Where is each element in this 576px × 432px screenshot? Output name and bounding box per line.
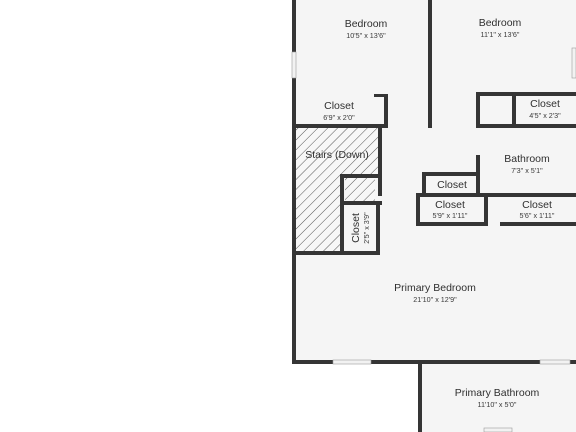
room-name: Closet [350, 213, 362, 243]
room-dims: 6'9" x 2'0" [323, 113, 355, 122]
room-closet-left: Closet 6'9" x 2'0" [323, 100, 355, 122]
room-primary-bathroom: Primary Bathroom 11'10" x 5'0" [455, 387, 540, 409]
windows [291, 47, 576, 432]
room-dims: 2'5" x 3'9" [362, 212, 371, 244]
room-name: Stairs (Down) [305, 149, 369, 161]
room-bathroom: Bathroom 7'3" x 5'1" [504, 153, 550, 175]
room-bedroom-left: Bedroom 10'5" x 13'6" [345, 18, 388, 40]
room-bedroom-right: Bedroom 11'1" x 13'6" [479, 17, 522, 39]
room-name: Closet [324, 100, 354, 112]
room-name: Primary Bedroom [394, 282, 476, 294]
room-primary-bedroom: Primary Bedroom 21'10" x 12'9" [394, 282, 476, 304]
room-dims: 11'10" x 5'0" [478, 400, 517, 409]
room-name: Closet [437, 179, 467, 191]
room-dims: 5'6" x 1'11" [520, 211, 555, 220]
room-closet-hall-b: Closet 5'6" x 1'11" [520, 199, 555, 220]
doorways [384, 124, 480, 197]
room-closet-top-right: Closet 4'5" x 2'3" [529, 98, 561, 120]
room-closet-small: Closet [437, 179, 467, 191]
room-dims: 11'1" x 13'6" [481, 30, 520, 39]
room-dims: 7'3" x 5'1" [511, 166, 543, 175]
room-closet-hall-a: Closet 5'9" x 1'11" [433, 199, 468, 220]
room-name: Primary Bathroom [455, 387, 540, 399]
stairs-hatch [296, 128, 378, 252]
room-name: Bathroom [504, 153, 550, 165]
room-name: Bedroom [345, 18, 388, 30]
room-dims: 5'9" x 1'11" [433, 211, 468, 220]
room-name: Closet [435, 199, 465, 211]
room-dims: 4'5" x 2'3" [529, 111, 561, 120]
room-dims: 21'10" x 12'9" [413, 295, 457, 304]
room-closet-vertical: Closet 2'5" x 3'9" [350, 212, 371, 244]
room-name: Closet [522, 199, 552, 211]
room-stairs: Stairs (Down) [305, 149, 369, 161]
walls [292, 0, 576, 432]
room-dims: 10'5" x 13'6" [346, 31, 386, 40]
room-name: Bedroom [479, 17, 522, 29]
room-name: Closet [530, 98, 560, 110]
